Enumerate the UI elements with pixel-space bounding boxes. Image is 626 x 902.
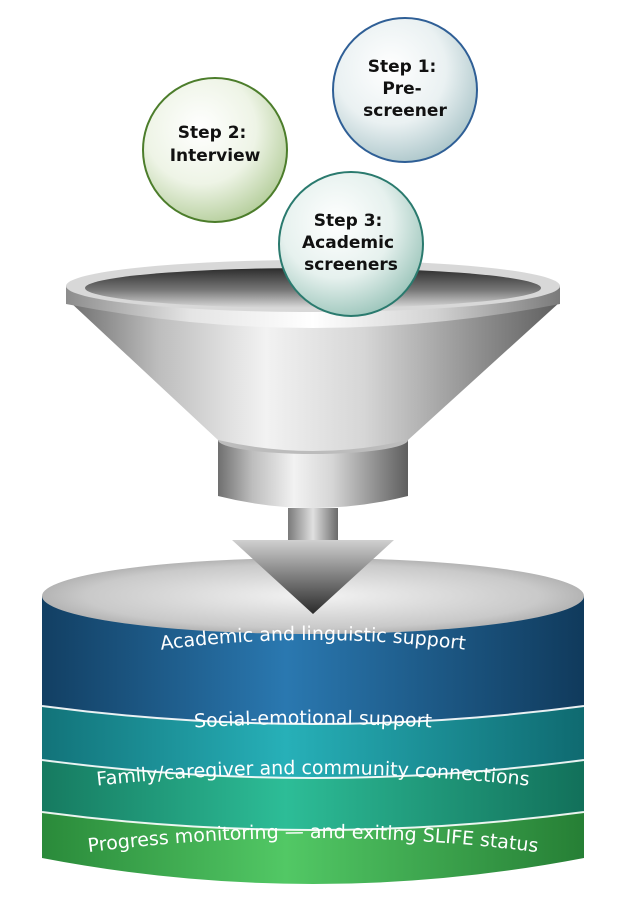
step-1-circle: Step 1: Pre- screener [332, 17, 478, 163]
step-1-label: Step 1: Pre- screener [363, 57, 447, 121]
step-3-circle: Step 3: Academic screeners [278, 171, 424, 317]
step-2-circle: Step 2: Interview [142, 77, 288, 223]
down-arrow-icon [232, 508, 394, 614]
step-2-label: Step 2: Interview [170, 123, 261, 166]
band-progress-monitoring [42, 812, 584, 884]
support-label-1: Social-emotional support [193, 707, 432, 733]
step-3-label: Step 3: Academic screeners [302, 211, 400, 275]
band-social-emotional [42, 706, 584, 778]
band-family-connections [42, 760, 584, 830]
